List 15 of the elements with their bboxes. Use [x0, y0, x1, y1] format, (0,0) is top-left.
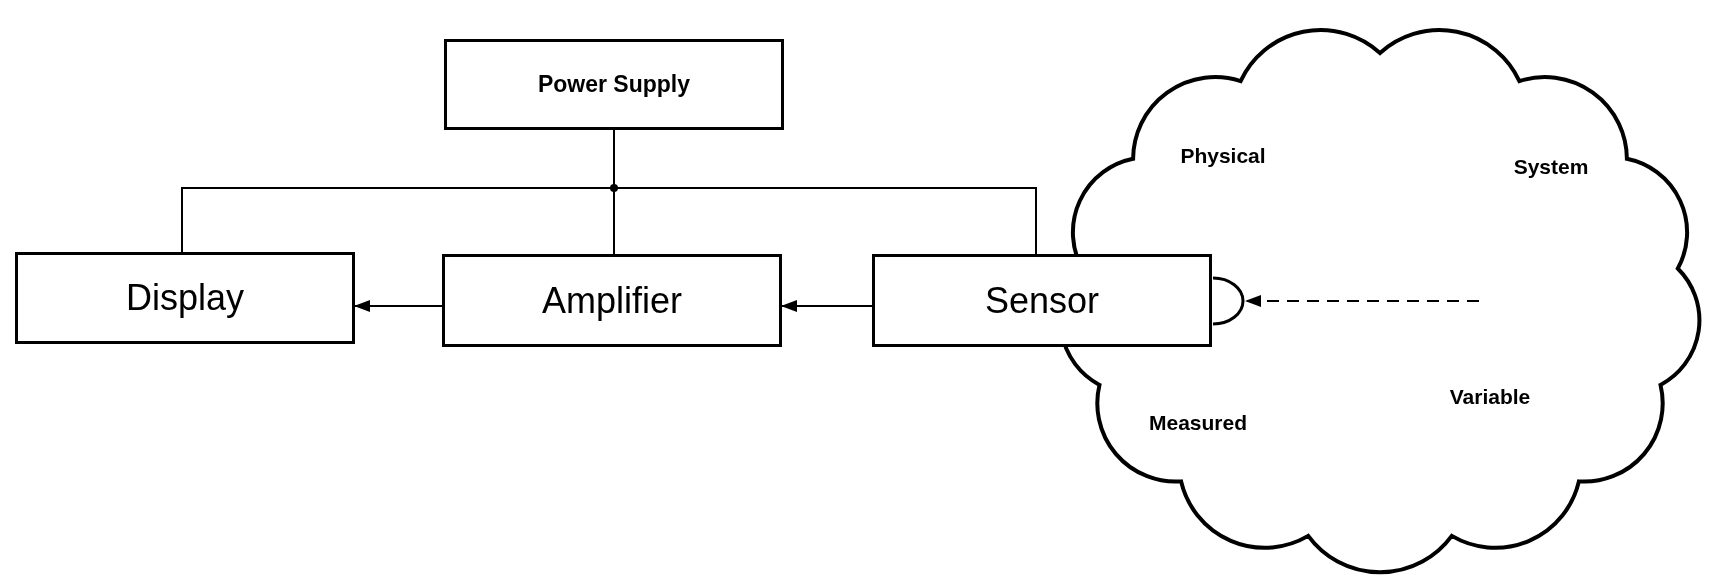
- arrow: [781, 300, 873, 312]
- block-box: [444, 39, 784, 130]
- block-box: [872, 254, 1212, 347]
- cloud-label: Physical: [1180, 144, 1266, 168]
- cloud-label: Variable: [1449, 385, 1531, 409]
- arrow: [354, 300, 443, 312]
- block-box: [15, 252, 355, 344]
- block-label: Display: [125, 277, 244, 319]
- cloud-label: System: [1513, 155, 1589, 179]
- dashed-arrow: [1245, 295, 1480, 307]
- block-box: [442, 254, 782, 347]
- block-label: Power Supply: [537, 71, 691, 98]
- block-label: Sensor: [984, 279, 1100, 322]
- cloud-label: Measured: [1149, 411, 1247, 435]
- block-label: Amplifier: [542, 279, 682, 322]
